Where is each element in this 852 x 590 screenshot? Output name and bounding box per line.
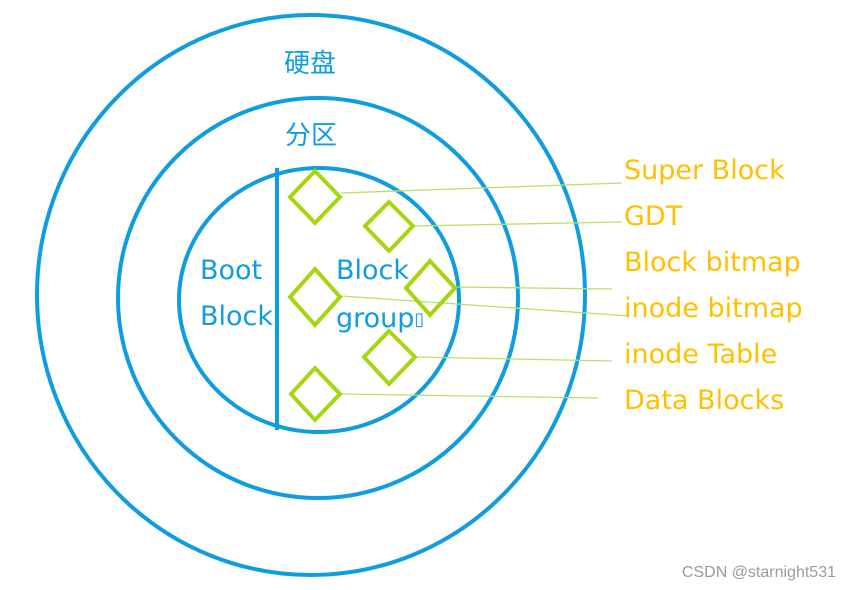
connector-inode-bitmap: [340, 295, 631, 317]
diamond-gdt: [362, 199, 416, 254]
block-group-label-line1: Block: [336, 255, 409, 286]
label-inode-bitmap: inode bitmap: [624, 293, 803, 324]
connector-super-block: [340, 182, 623, 194]
connector-data-blocks: [340, 393, 599, 399]
connector-lines: [340, 182, 631, 399]
block-group-label-suffix: ▯: [414, 309, 424, 330]
partition-label: 分区: [285, 121, 337, 151]
connector-gdt: [412, 221, 623, 227]
connector-inode-table: [414, 356, 613, 362]
label-gdt: GDT: [624, 201, 683, 232]
connector-block-bitmap: [454, 286, 613, 290]
filesystem-ring: [177, 166, 461, 434]
disk-ring: [35, 13, 587, 577]
label-data-blocks: Data Blocks: [624, 385, 784, 416]
label-block-bitmap: Block bitmap: [624, 247, 801, 278]
boot-block-label-line1: Boot: [200, 255, 262, 286]
partition-ring: [116, 96, 520, 500]
block-group-diamonds: [287, 168, 458, 423]
block-group-label-word: group: [336, 303, 414, 334]
block-group-label-line2: group▯: [336, 303, 424, 334]
structure-labels: Super Block GDT Block bitmap inode bitma…: [624, 155, 803, 416]
watermark: CSDN @starnight531: [682, 564, 836, 581]
disk-label: 硬盘: [284, 49, 336, 79]
label-super-block: Super Block: [624, 155, 785, 186]
boot-block-label-line2: Block: [200, 301, 273, 332]
diamond-block-bitmap: [403, 258, 458, 318]
diamond-inode-bitmap: [287, 265, 343, 329]
label-inode-table: inode Table: [624, 339, 777, 370]
diamond-data-blocks: [288, 365, 343, 423]
diamond-super-block: [287, 168, 343, 226]
diamond-inode-table: [361, 328, 418, 387]
